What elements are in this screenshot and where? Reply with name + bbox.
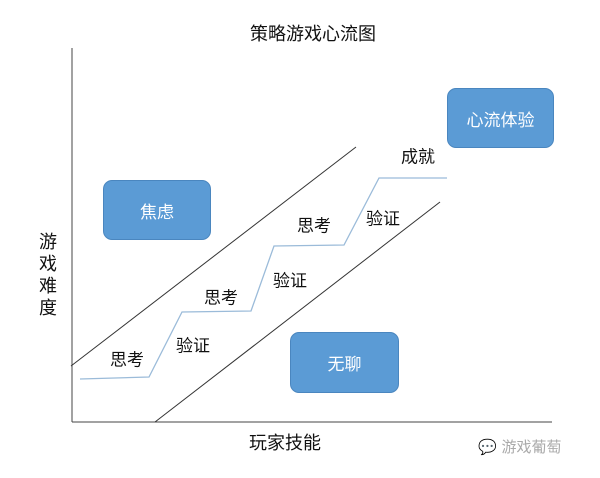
step-label: 验证	[176, 336, 210, 357]
achievement-label: 成就	[401, 147, 435, 168]
step-path	[79, 177, 447, 380]
upper-boundary-line	[70, 146, 357, 367]
lower-boundary-line	[154, 201, 441, 423]
x-axis-label: 玩家技能	[249, 433, 321, 454]
step-label: 验证	[366, 209, 400, 230]
step-label: 验证	[273, 271, 307, 292]
step-label: 思考	[204, 288, 238, 309]
boredom-box: 无聊	[290, 332, 399, 393]
y-axis-label: 游戏难度	[39, 232, 57, 319]
watermark: 💬 游戏葡萄	[478, 436, 561, 457]
wechat-icon: 💬	[478, 438, 497, 456]
diagram-title: 策略游戏心流图	[250, 24, 376, 45]
flow-box: 心流体验	[447, 88, 554, 148]
step-label: 思考	[297, 216, 331, 237]
watermark-text: 游戏葡萄	[501, 438, 562, 456]
anxiety-box: 焦虑	[103, 180, 211, 240]
step-label: 思考	[110, 350, 144, 371]
